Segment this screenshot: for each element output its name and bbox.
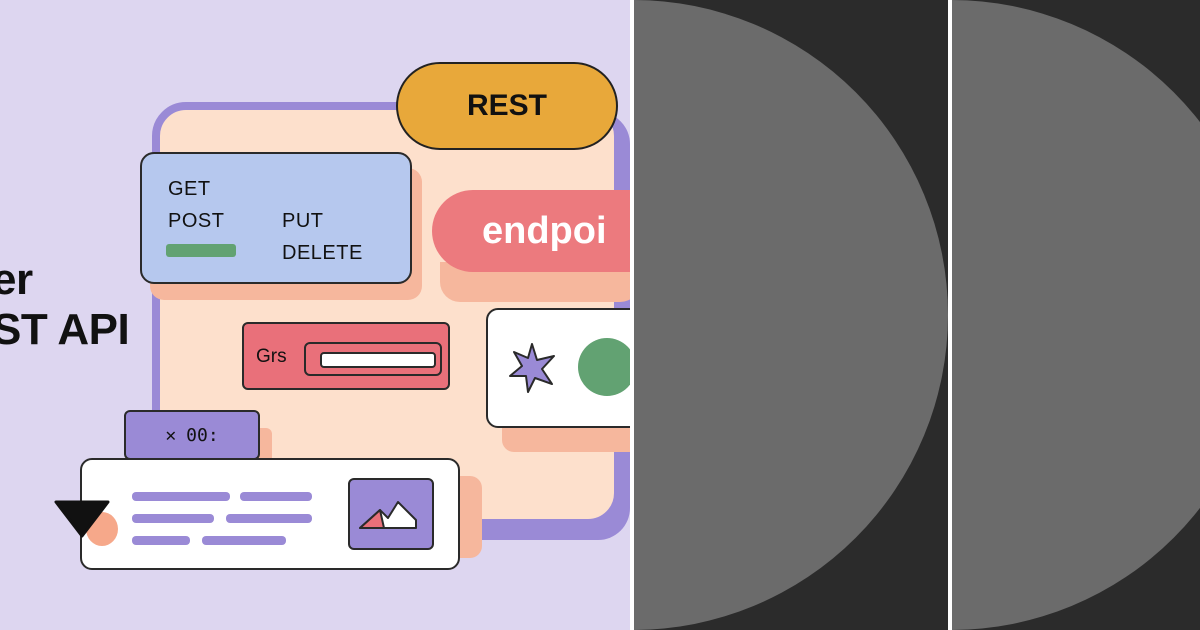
text-line bbox=[132, 536, 190, 545]
text-line bbox=[202, 536, 286, 545]
http-methods-card: GET POST PUT DELETE bbox=[140, 152, 412, 284]
status-card bbox=[486, 308, 630, 428]
grs-field-card: Grs bbox=[242, 322, 450, 390]
mountain-image-icon bbox=[348, 478, 434, 550]
method-post: POST bbox=[168, 210, 225, 232]
text-line bbox=[226, 514, 312, 523]
text-line bbox=[132, 514, 214, 523]
triangle-down-icon bbox=[54, 500, 110, 538]
method-delete: DELETE bbox=[282, 242, 363, 264]
method-put: PUT bbox=[282, 210, 324, 232]
method-get: GET bbox=[168, 178, 211, 200]
dark-panel-2 bbox=[952, 0, 1200, 630]
headline-line-2: ST API bbox=[0, 305, 130, 354]
timer-tag: ✕ 00: bbox=[124, 410, 260, 460]
endpoint-pill: endpoi bbox=[432, 190, 630, 272]
text-line bbox=[132, 492, 230, 501]
grs-label: Grs bbox=[256, 346, 287, 367]
illustration-panel: er ST API REST GET POST PUT DELETE endpo… bbox=[0, 0, 630, 630]
status-dot bbox=[578, 338, 630, 396]
headline-line-1: er bbox=[0, 255, 33, 304]
content-card-shadow bbox=[458, 476, 482, 558]
content-card bbox=[80, 458, 460, 570]
text-line bbox=[240, 492, 312, 501]
close-icon: ✕ bbox=[165, 424, 177, 446]
panel-divider bbox=[630, 0, 634, 630]
rest-pill: REST bbox=[396, 62, 618, 150]
progress-bar bbox=[166, 244, 236, 257]
gray-half-disc bbox=[952, 0, 1200, 630]
panel-divider bbox=[948, 0, 952, 630]
star-icon bbox=[509, 343, 555, 393]
grs-input bbox=[320, 352, 436, 368]
gray-half-disc bbox=[634, 0, 948, 630]
timer-text: 00: bbox=[186, 424, 219, 446]
dark-panel-1 bbox=[634, 0, 948, 630]
